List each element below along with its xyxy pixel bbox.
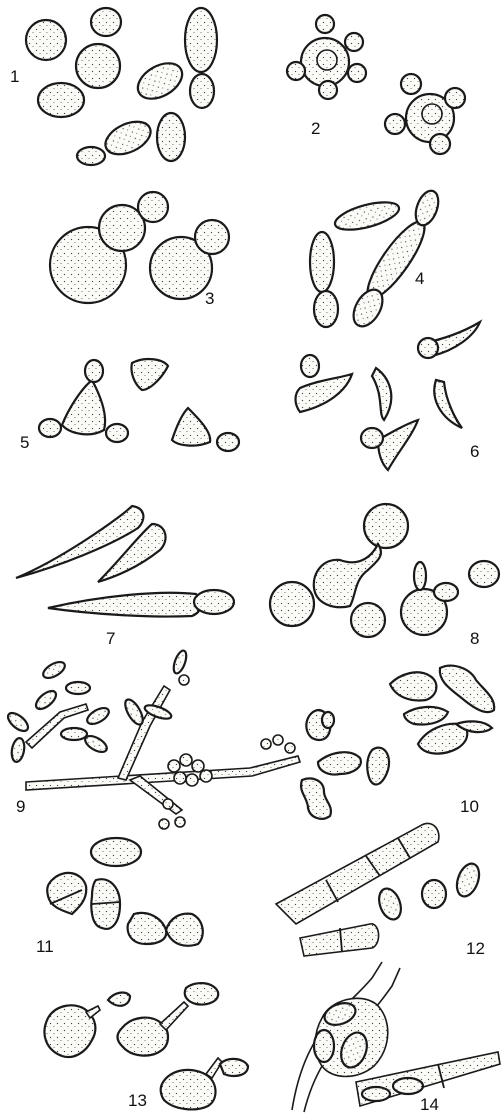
label-8: 8 (470, 629, 479, 648)
label-10: 10 (460, 797, 479, 816)
group-1-oval-budding-cells: 1 (10, 6, 219, 167)
group-11-septate-oval-cells: 11 (36, 836, 204, 956)
group-4-elongated-chain-cells: 4 (308, 189, 440, 329)
label-4: 4 (415, 269, 424, 288)
group-6-crescent-cells: 6 (294, 319, 483, 472)
group-10-pear-shaped-cells: 10 (300, 664, 496, 820)
label-9: 9 (16, 797, 25, 816)
group-5-triangular-cells: 5 (20, 357, 241, 453)
label-1: 1 (10, 67, 19, 86)
label-6: 6 (470, 442, 479, 461)
label-12: 12 (466, 939, 485, 958)
label-7: 7 (106, 629, 115, 648)
group-7-elongated-tapering-cells: 7 (15, 504, 236, 648)
label-11: 11 (36, 937, 54, 956)
group-13-conidia-cells: 13 (43, 982, 250, 1111)
group-2-multipolar-budding-cells: 2 (285, 13, 467, 156)
group-12-septate-hyphae: 12 (274, 822, 485, 958)
group-14-sporangium-hyphae: 14 (291, 961, 501, 1114)
label-2: 2 (311, 119, 320, 138)
group-8-pseudomycelial-cells: 8 (268, 502, 501, 648)
group-9-branched-mycelium: 9 (6, 649, 302, 830)
label-5: 5 (20, 433, 29, 452)
label-13: 13 (128, 1091, 147, 1110)
label-14: 14 (420, 1095, 439, 1114)
label-3: 3 (205, 289, 214, 308)
group-3-large-budding-cells: 3 (48, 190, 231, 308)
